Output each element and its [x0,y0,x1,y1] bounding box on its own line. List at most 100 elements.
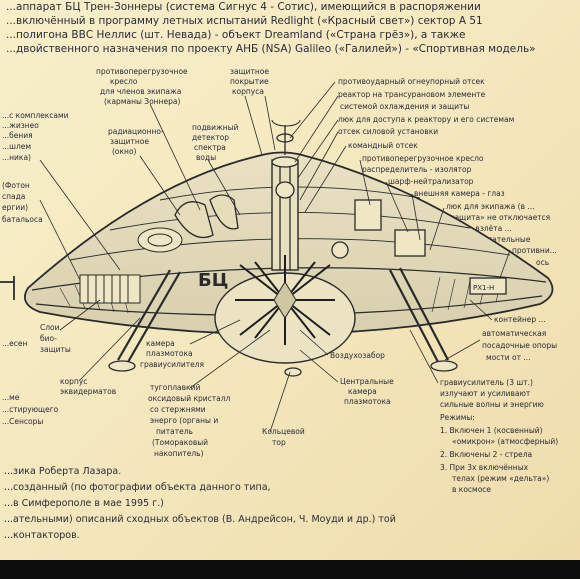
top-label-4d: воды [196,153,216,162]
left-label-2d: батальоса [2,215,43,224]
right-label-13: после взлёта ... [450,224,512,233]
left-label-4a: корпус [60,377,87,386]
footer-line-2: ...созданный (по фотографии объекта данн… [4,482,271,493]
left-label-1d: ...шлем [2,142,31,151]
landing-legs [117,267,449,363]
top-label-3b: защитное [110,137,149,146]
bottom-label-2f: (Томораковый [152,438,208,447]
bottom-label-1a: камера [146,339,175,348]
bottom-label-4a: Центральные [340,377,394,386]
right-label-10: внешняя камера - глаз [414,189,505,198]
left-label-1b: ...жизнео [2,121,39,130]
left-coil-machinery [79,227,183,304]
left-label-5b: ...стирующего [2,405,59,414]
left-label-1a: ...с комплексами [2,111,69,120]
right-label-19: посадочные опоры [482,341,557,350]
right-label-16: ось [536,258,549,267]
crew-seat-left [174,194,239,239]
right-label-22: излучают и усиливают [440,389,531,398]
left-label-3c: защиты [40,345,71,354]
right-label-20: мости от ... [486,353,531,362]
header-line-2: ...включённый в программу летных испытан… [6,15,483,27]
left-label-2b: спада [2,192,25,201]
right-equipment-boxes: РХ1-Н [331,199,507,295]
left-label-3a: Слои [40,323,60,332]
bottom-labels: камера плазмотока гравиусилителя тугопла… [140,339,394,458]
top-label-2a: защитное [230,67,269,76]
footer-line-1: ...зика Роберта Лазара. [4,466,121,477]
ufo-craft-drawing: РХ1-Н БЦ [0,119,554,377]
right-label-28: 3. При 3х включённых [440,463,529,472]
right-label-4: люк для доступа к реактору и его система… [338,115,514,124]
left-label-1e: ...ника) [2,153,31,162]
header-line-3: ...полигона ВВС Неллис (шт. Невада) - об… [6,29,466,41]
footer-line-4: ...ательными) описаний сходных объектов … [4,514,396,525]
right-label-23: сильные волны и энергию [440,400,544,409]
top-label-4b: детектор [192,133,229,142]
top-label-3c: (окно) [112,147,137,156]
left-label-2c: ергии) [2,203,28,212]
central-reactor-column [271,125,299,271]
header-line-1: ...аппарат БЦ Трен-Зоннеры (система Сигн… [6,1,481,13]
top-label-1c: для членов экипажа [100,87,181,96]
right-label-1: противоударный огнеупорный отсек [338,77,485,86]
right-label-8: распределитель - изолятор [362,165,472,174]
bottom-label-2a: тугоплавкий [150,383,200,392]
right-label-21: гравиусилитель (3 шт.) [440,378,533,387]
top-label-1d: (карманы Зоннера) [104,97,180,106]
right-label-25: 1. Включен 1 (косвенный) [440,426,543,435]
bottom-label-2d: энерго (органы и [150,416,218,425]
right-label-9: шарф-нейтрализатор [388,177,474,186]
bottom-label-5a: Кольцевой [262,427,305,436]
bottom-label-4b: камера [348,387,377,396]
reactor-letters: БЦ [198,270,228,291]
bottom-black-bar [0,560,580,579]
top-antenna-arc [271,119,301,127]
top-label-2c: корпуса [232,87,264,96]
top-label-4a: подвижный [192,123,239,132]
left-labels: ...с комплексами ...жизнео ...бения ...ш… [2,111,116,426]
bottom-label-5b: тор [272,438,286,447]
left-label-3b: био- [40,334,57,343]
bottom-label-2g: накопитель) [154,449,204,458]
left-label-1c: ...бения [2,131,33,140]
center-core-diamond [273,281,297,319]
right-label-14: вспомогательные [460,235,531,244]
bottom-label-1c: гравиусилителя [140,360,204,369]
bottom-label-3a: Воздухозабор [330,351,385,360]
right-label-18: автоматическая [482,329,546,338]
top-label-2b: покрытие [230,77,269,86]
leader-lines [39,81,511,433]
right-label-12: «защита» не отключается [446,213,550,222]
bottom-label-2e: питатель [156,427,193,436]
small-box-label: РХ1-Н [473,284,494,292]
left-edge-arrow [0,276,15,300]
right-label-17: контейнер ... [494,315,546,324]
header-block: ...аппарат БЦ Трен-Зоннеры (система Сигн… [6,1,536,55]
right-label-24: Режимы: [440,413,475,422]
footer-line-3: ...в Симферополе в мае 1995 г.) [4,498,164,509]
bottom-label-1b: плазмотока [146,349,193,358]
bottom-label-4c: плазмотока [344,397,391,406]
left-label-4b: эквидерматов [60,387,116,396]
left-label-5a: ...ме [2,393,20,402]
right-label-26: «омикрон» (атмосферный) [452,437,558,446]
top-label-1b: кресло [110,77,138,86]
right-label-5: отсек силовой установки [338,127,438,136]
right-label-6: командный отсек [348,141,418,150]
right-label-11: люк для экипажа (в ... [446,202,535,211]
left-label-3d: ...есен [2,339,28,348]
top-label-4c: спектра [194,143,226,152]
right-labels: противоударный огнеупорный отсек реактор… [338,77,558,494]
right-label-3: системой охлаждения и защиты [340,102,469,111]
left-label-5c: ...Сенсоры [2,417,43,426]
right-label-29: телах (режим «дельта») [452,474,549,483]
right-label-2: реактор на трансурановом элементе [338,90,486,99]
left-label-2a: (Фотон [2,181,30,190]
header-line-4: ...двойственного назначения по проекту А… [6,43,536,55]
right-label-27: 2. Включены 2 - стрела [440,450,532,459]
top-label-1a: противоперегрузочное [96,67,188,76]
footer-line-5: ...контакторов. [4,530,80,541]
